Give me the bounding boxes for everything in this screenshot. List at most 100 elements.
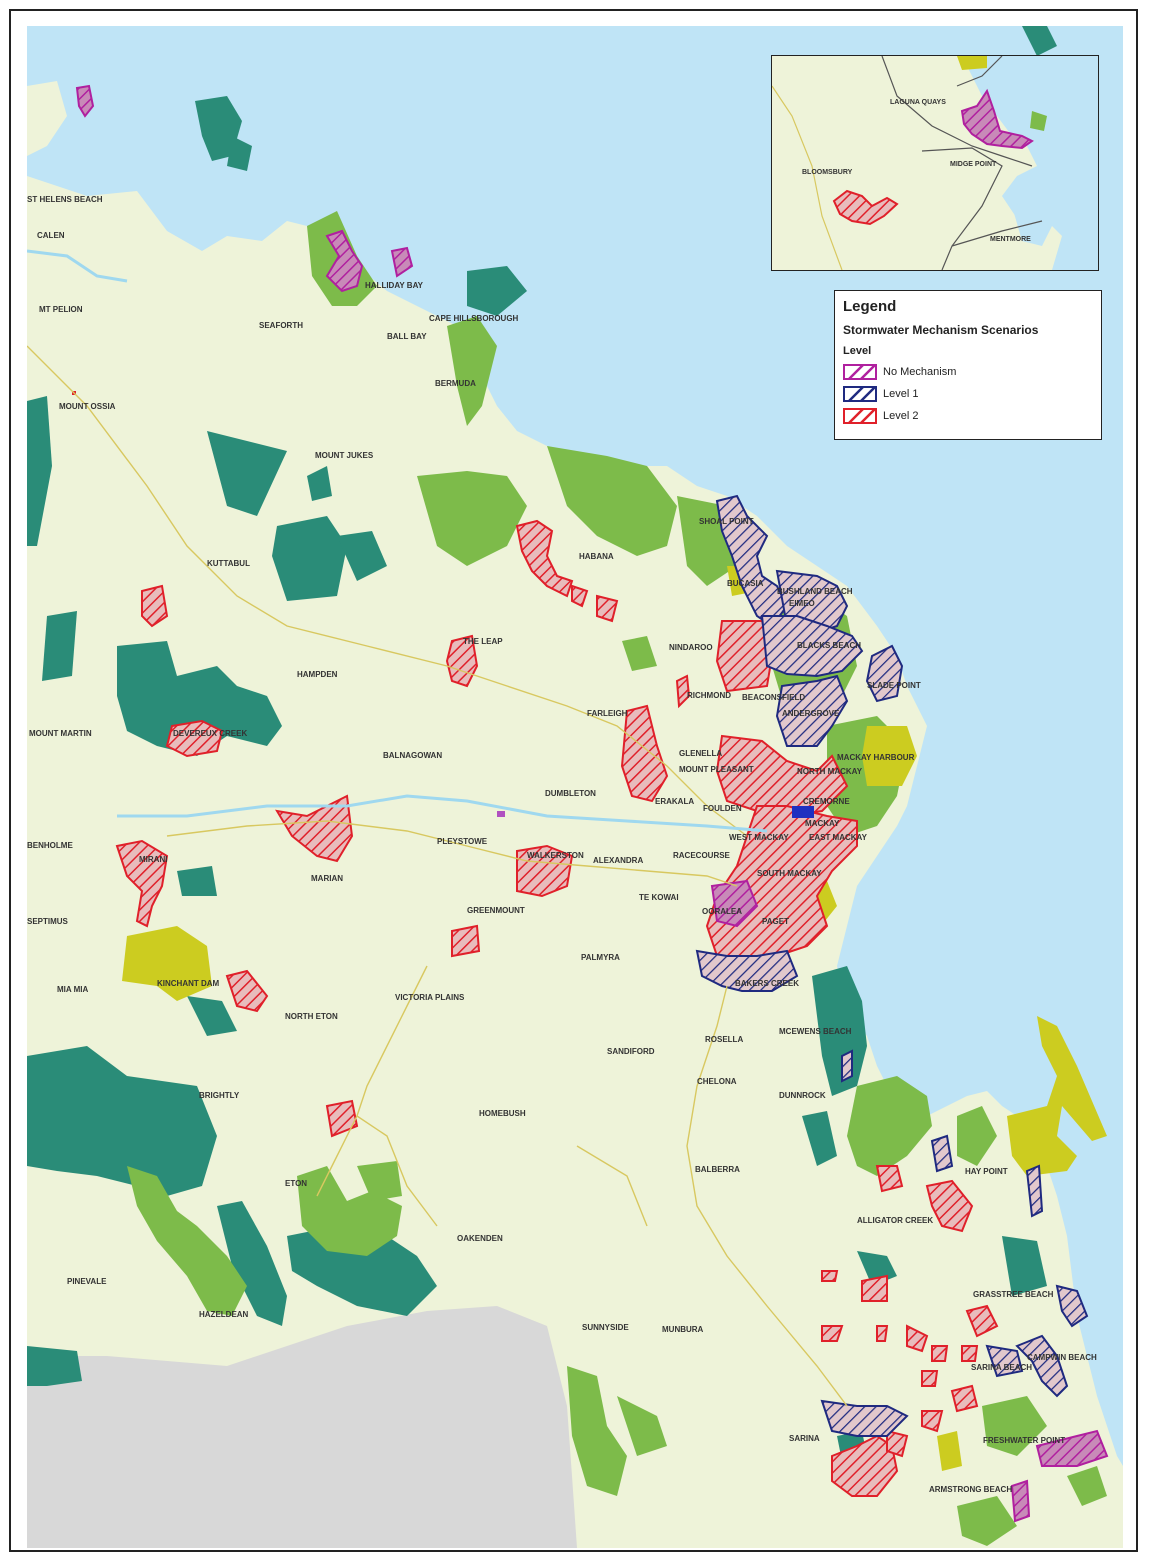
place-label: BRIGHTLY [199, 1091, 240, 1100]
place-label: SHOAL POINT [699, 517, 754, 526]
legend-title: Legend [843, 298, 897, 315]
place-label: HAMPDEN [297, 670, 338, 679]
place-label: PINEVALE [67, 1277, 107, 1286]
legend-subtitle: Stormwater Mechanism Scenarios [843, 323, 1039, 337]
place-label: THE LEAP [463, 637, 503, 646]
place-label: VICTORIA PLAINS [395, 993, 465, 1002]
place-label: BALL BAY [387, 332, 427, 341]
place-label: MT PELION [39, 305, 83, 314]
inset-sea-inlet [1012, 196, 1057, 246]
place-label: CREMORNE [803, 797, 850, 806]
inset-map[interactable]: LAGUNA QUAYS MIDGE POINT BLOOMSBURY MENT… [771, 55, 1099, 271]
legend-item-no-mechanism: No Mechanism [843, 361, 1093, 383]
place-label: HABANA [579, 552, 614, 561]
legend-box: Legend Stormwater Mechanism Scenarios Le… [834, 290, 1102, 440]
inset-yellow [957, 56, 987, 70]
place-label: BALBERRA [695, 1165, 740, 1174]
place-label: DEVEREUX CREEK [173, 729, 247, 738]
place-label: HAY POINT [965, 1167, 1008, 1176]
place-label: MACKAY HARBOUR [837, 753, 915, 762]
mackay-cbd-block [792, 806, 814, 818]
level-1-areas [695, 494, 1089, 1437]
place-label: MOUNT JUKES [315, 451, 374, 460]
rivers [27, 249, 768, 833]
place-label: CAMPWIN BEACH [1027, 1353, 1097, 1362]
inset-svg: LAGUNA QUAYS MIDGE POINT BLOOMSBURY MENT… [772, 56, 1098, 270]
map-canvas[interactable]: ST HELENS BEACH CALEN MT PELION SEAFORTH… [27, 26, 1123, 1548]
place-label: HOMEBUSH [479, 1109, 526, 1118]
inset-level-2 [832, 189, 899, 226]
legend-item-level-1: Level 1 [843, 383, 1093, 405]
place-label: RICHMOND [687, 691, 731, 700]
place-label: MOUNT OSSIA [59, 402, 116, 411]
place-label: MCEWENS BEACH [779, 1027, 852, 1036]
inset-label: MENTMORE [990, 236, 1031, 243]
place-label: NORTH MACKAY [797, 767, 863, 776]
place-label: NINDAROO [669, 643, 713, 652]
place-label: SANDIFORD [607, 1047, 655, 1056]
place-label: ARMSTRONG BEACH [929, 1485, 1012, 1494]
place-label: TE KOWAI [639, 893, 679, 902]
place-label: PALMYRA [581, 953, 620, 962]
place-label: PAGET [762, 917, 789, 926]
place-label: FRESHWATER POINT [983, 1436, 1065, 1445]
place-label: ANDERGROVE [782, 709, 840, 718]
place-label: RACECOURSE [673, 851, 731, 860]
inset-no-mechanism [960, 88, 1034, 150]
island [27, 206, 97, 336]
hatch-swatch-icon [843, 408, 877, 424]
legend-level-heading: Level [843, 345, 872, 357]
legend-item-label: Level 1 [883, 388, 919, 400]
place-label: FARLEIGH [587, 709, 628, 718]
place-label: MARIAN [311, 874, 343, 883]
place-label: GLENELLA [679, 749, 722, 758]
place-label: BUSHLAND BEACH [777, 587, 853, 596]
place-label: OORALEA [702, 907, 742, 916]
place-label: NORTH ETON [285, 1012, 338, 1021]
place-label: BAKERS CREEK [735, 979, 799, 988]
map-svg: ST HELENS BEACH CALEN MT PELION SEAFORTH… [27, 26, 1123, 1548]
inset-sea [962, 56, 1098, 270]
place-label: ERAKALA [655, 797, 694, 806]
place-label: SARINA [789, 1434, 820, 1443]
place-label: GREENMOUNT [467, 906, 525, 915]
place-label: OAKENDEN [457, 1234, 503, 1243]
inset-label: MIDGE POINT [950, 161, 997, 168]
place-label: BEACONSFIELD [742, 693, 805, 702]
place-label: MIRANI [139, 855, 167, 864]
place-label: CHELONA [697, 1077, 737, 1086]
place-label: MUNBURA [662, 1325, 704, 1334]
legend-item-label: Level 2 [883, 410, 919, 422]
place-label: CAPE HILLSBOROUGH [429, 314, 519, 323]
grey-region [27, 1306, 577, 1548]
no-mechanism-areas [75, 84, 1109, 1523]
level-2-areas [115, 519, 999, 1497]
island [27, 81, 67, 156]
place-label: ALEXANDRA [593, 856, 643, 865]
inset-boundaries [881, 56, 1043, 270]
legend-item-label: No Mechanism [883, 366, 957, 378]
inset-label: LAGUNA QUAYS [890, 99, 946, 106]
inset-road [772, 85, 843, 270]
place-label: DUNNROCK [779, 1091, 826, 1100]
place-label: SOUTH MACKAY [757, 869, 822, 878]
place-label: ALLIGATOR CREEK [857, 1216, 933, 1225]
place-label: KUTTABUL [207, 559, 250, 568]
place-label: SEPTIMUS [27, 917, 69, 926]
place-label: SUNNYSIDE [582, 1323, 629, 1332]
place-label: WALKERSTON [527, 851, 584, 860]
place-label: BALNAGOWAN [383, 751, 442, 760]
place-label: SLADE POINT [867, 681, 921, 690]
legend-item-level-2: Level 2 [843, 405, 1093, 427]
place-label: MOUNT MARTIN [29, 729, 92, 738]
place-label: GRASSTREE BEACH [973, 1290, 1054, 1299]
hatch-swatch-icon [843, 364, 877, 380]
place-label: BUCASIA [727, 579, 764, 588]
place-label: MOUNT PLEASANT [679, 765, 754, 774]
place-label: FOULDEN [703, 804, 742, 813]
place-label: WEST MACKAY [729, 833, 789, 842]
place-label: KINCHANT DAM [157, 979, 220, 988]
place-label: HALLIDAY BAY [365, 281, 424, 290]
inset-label: BLOOMSBURY [802, 169, 853, 176]
inset-green [1030, 111, 1047, 131]
